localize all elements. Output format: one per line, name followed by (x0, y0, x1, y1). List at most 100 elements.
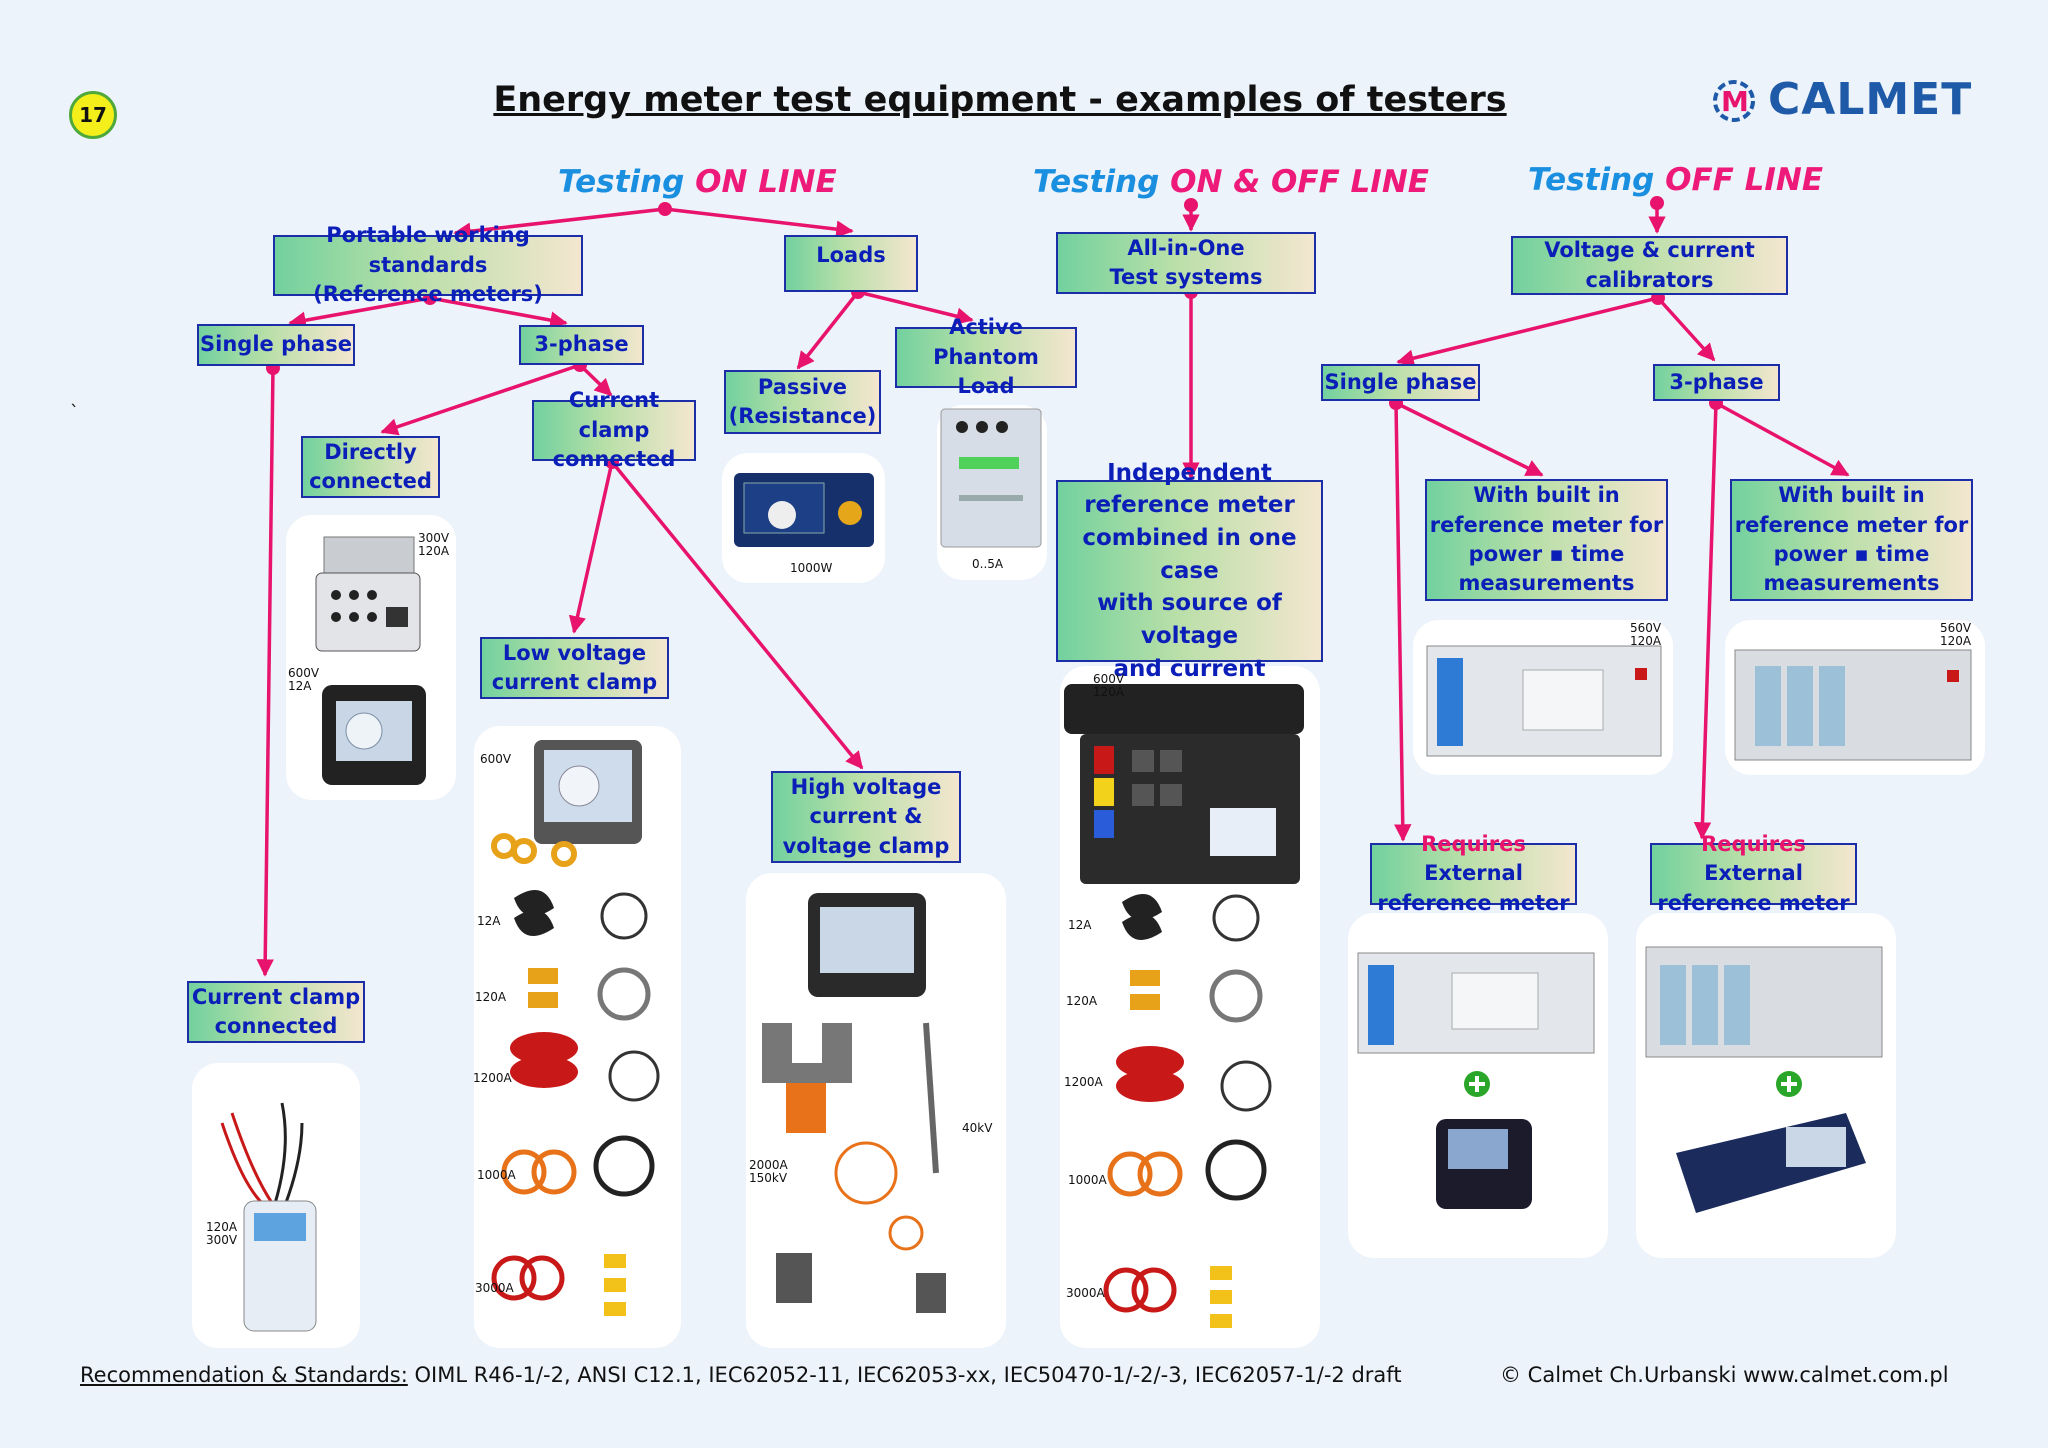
rating-label: 0..5A (972, 557, 1004, 571)
node-active-phantom-load-text: Active Phantom Load (933, 315, 1039, 399)
arrow-loads-phantom (857, 290, 974, 325)
node-single-phase-online: Single phase (197, 324, 355, 366)
rating-label: 1000A (1068, 1173, 1107, 1187)
section-offline-hl: OFF LINE (1665, 162, 1824, 198)
phantom-load-image-icon (940, 408, 1042, 548)
plus-icon (1464, 1071, 1490, 1097)
node-calibrators-text: Voltage & current calibrators (1544, 238, 1755, 292)
arrow-portable-three (429, 296, 568, 329)
resistive-load-image-icon (734, 473, 874, 547)
node-builtin-meter-1ph-text: With built in reference meter for power … (1429, 483, 1664, 596)
footer-standards-text: OIML R46-1/-2, ANSI C12.1, IEC62052-11, … (407, 1363, 1402, 1387)
slide-number: 17 (69, 91, 117, 139)
portable-tester-image-icon (315, 536, 426, 785)
rating-label: 560V 120A (1940, 621, 1972, 649)
arrow-three-clamp (578, 363, 613, 397)
high-voltage-clamps-image-icon (762, 893, 946, 1313)
rating-label: 1200A (473, 1071, 512, 1085)
rating-label: 12A (1068, 918, 1092, 932)
node-low-voltage-clamp: Low voltage current clamp (480, 637, 669, 699)
node-single-phase-online-text: Single phase (200, 332, 352, 357)
node-current-clamp-3ph-text: Current clamp connected (552, 388, 676, 472)
node-current-clamp-1ph-text: Current clamp connected (191, 984, 361, 1038)
requires-word: Requires (1421, 831, 1526, 856)
node-active-phantom-load: Active Phantom Load (895, 315, 1077, 398)
requires-word: Requires (1701, 831, 1806, 856)
rating-label: 600V (480, 752, 512, 766)
node-high-voltage-clamp: High voltage current & voltage clamp (771, 771, 961, 863)
stray-mark: ` (70, 402, 79, 423)
arrow-clamp-high (610, 460, 864, 770)
calmet-logo-mark-icon: M (1713, 80, 1755, 122)
rating-label: 120A (1066, 994, 1098, 1008)
node-three-phase-offline: 3-phase (1653, 364, 1780, 401)
panel-req-2 (1636, 913, 1896, 1258)
arrow-single-clamp (256, 367, 275, 977)
plus-icon (1776, 1071, 1802, 1097)
rating-label: 120A (475, 990, 507, 1004)
rating-label: 600V 12A (288, 666, 320, 694)
rating-label: 300V 120A (418, 531, 450, 559)
node-current-clamp-3ph: Current clamp connected (532, 388, 696, 471)
rating-label: 1000W (790, 561, 833, 575)
node-portable-standards: Portable working standards (Reference me… (273, 223, 583, 306)
node-portable-standards-text: Portable working standards (Reference me… (313, 223, 543, 307)
rating-label: 3000A (1066, 1286, 1105, 1300)
arrow-single-builtin (1395, 401, 1544, 477)
node-passive-load-text: Passive (Resistance) (728, 374, 877, 428)
rating-label: 1000A (477, 1168, 516, 1182)
arrow-loads-passive (796, 290, 860, 370)
panel-req-1 (1348, 913, 1608, 1258)
rating-label: 120A 300V (206, 1220, 238, 1248)
node-independent-meter-text: Independent reference meter combined in … (1082, 459, 1297, 682)
arrow-online-portable (453, 207, 666, 240)
rating-label: 12A (477, 914, 501, 928)
arrow-single-req (1393, 402, 1412, 842)
arrow-three-directly (380, 363, 581, 436)
section-offline-pre: Testing (1528, 162, 1666, 198)
svg-text:M: M (1721, 85, 1749, 118)
arrow-online-loads (664, 207, 854, 238)
node-directly-connected-text: Directly connected (309, 439, 432, 493)
node-passive-load: Passive (Resistance) (724, 370, 881, 434)
node-three-phase-online: 3-phase (519, 325, 644, 365)
node-single-phase-offline-text: Single phase (1324, 369, 1477, 394)
node-loads: Loads (784, 235, 918, 292)
test-system-image-icon (1064, 684, 1304, 1328)
footer-standards: Recommendation & Standards: OIML R46-1/-… (80, 1363, 1402, 1387)
panel-builtin-1 (1413, 620, 1673, 775)
node-low-voltage-clamp-text: Low voltage current clamp (491, 640, 658, 694)
section-online: Testing ON LINE (558, 164, 837, 200)
footer-standards-label: Recommendation & Standards: (80, 1363, 408, 1387)
calibrator-3ph-image-icon (1734, 649, 1972, 761)
node-builtin-meter-3ph: With built in reference meter for power … (1730, 479, 1973, 601)
section-onoff-pre: Testing (1033, 164, 1171, 200)
panel-phantom (937, 405, 1047, 580)
panel-clamp-1ph (192, 1063, 360, 1348)
rating-label: 3000A (475, 1281, 514, 1295)
panel-high-voltage (746, 873, 1006, 1348)
panel-builtin-2 (1725, 620, 1985, 775)
node-all-in-one-text: All-in-One Test systems (1109, 235, 1263, 289)
arrow-three-builtin (1715, 401, 1850, 477)
node-three-phase-offline-text: 3-phase (1669, 369, 1764, 394)
section-online-hl: ON LINE (695, 164, 837, 200)
node-single-phase-offline: Single phase (1321, 364, 1480, 401)
panel-independent (1060, 666, 1320, 1348)
arrow-three-req (1693, 402, 1718, 840)
arrow-portable-single (288, 296, 431, 329)
node-requires-external-3ph: Requires External reference meter (1650, 832, 1857, 915)
section-offline: Testing OFF LINE (1528, 162, 1823, 198)
calibrator-with-meter-3ph-image-icon (1645, 946, 1883, 1213)
calibrator-with-meter-1ph-image-icon (1357, 952, 1595, 1209)
panel-directly-connected (286, 515, 456, 800)
node-calibrators: Voltage & current calibrators (1511, 236, 1788, 295)
arrow-calibrators-single (1396, 296, 1659, 367)
node-requires-external-1ph: Requires External reference meter (1370, 832, 1577, 915)
rating-label: 2000A 150kV (749, 1158, 788, 1186)
slide-number-text: 17 (79, 103, 107, 127)
node-all-in-one: All-in-One Test systems (1056, 232, 1316, 294)
node-independent-meter: Independent reference meter combined in … (1056, 460, 1323, 682)
page-title: Energy meter test equipment - examples o… (493, 80, 1507, 120)
